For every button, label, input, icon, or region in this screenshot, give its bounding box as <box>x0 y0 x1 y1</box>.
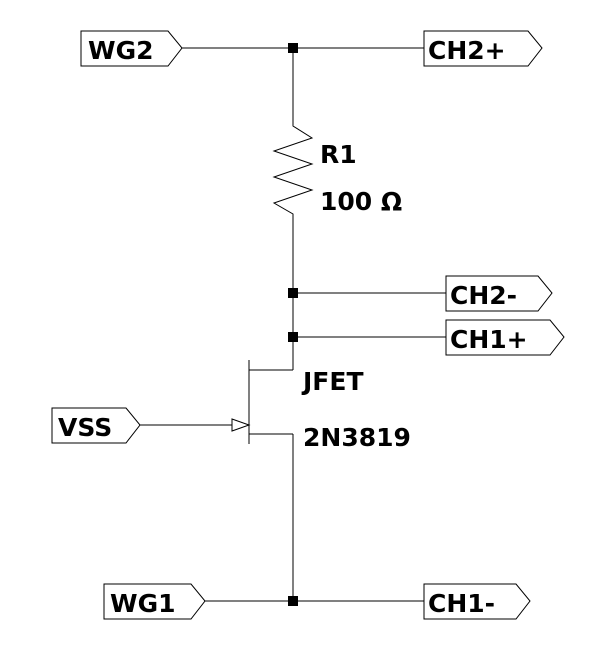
port-ch2-plus: CH2+ <box>423 30 543 67</box>
resistor-value-label: 100 Ω <box>320 187 402 216</box>
resistor-symbol <box>272 124 314 215</box>
port-ch2-minus-shape <box>445 275 553 312</box>
jfet-gate-arrow <box>231 418 251 432</box>
port-vss-shape <box>51 407 141 444</box>
port-ch1-minus-shape <box>423 583 531 620</box>
port-ch2-minus-label: CH2- <box>450 281 517 310</box>
jfet-part-label: 2N3819 <box>303 423 411 452</box>
resistor-ref-label: R1 <box>320 140 357 169</box>
port-ch1-plus-label: CH1+ <box>450 325 528 354</box>
port-ch2-plus-label: CH2+ <box>428 36 506 65</box>
port-ch1-plus: CH1+ <box>445 319 565 356</box>
junctions <box>288 43 298 606</box>
junction-dot <box>288 288 298 298</box>
port-wg1-label: WG1 <box>110 589 176 618</box>
junction-dot <box>288 596 298 606</box>
port-wg2: WG2 <box>80 30 183 67</box>
port-ch2-plus-shape <box>423 30 543 67</box>
port-wg2-shape <box>80 30 183 67</box>
port-ch1-minus: CH1- <box>423 583 531 620</box>
port-wg1: WG1 <box>103 583 206 620</box>
port-vss: VSS <box>51 407 141 444</box>
resistor-r1 <box>272 124 314 215</box>
port-wg2-label: WG2 <box>88 36 154 65</box>
port-wg1-shape <box>103 583 206 620</box>
port-ch1-plus-shape <box>445 319 565 356</box>
jfet-2n3819 <box>231 360 293 444</box>
wires <box>140 47 446 602</box>
port-vss-label: VSS <box>58 413 112 442</box>
port-ch1-minus-label: CH1- <box>428 589 495 618</box>
port-ch2-minus: CH2- <box>445 275 553 312</box>
junction-dot <box>288 332 298 342</box>
jfet-type-label: JFET <box>301 367 364 396</box>
junction-dot <box>288 43 298 53</box>
